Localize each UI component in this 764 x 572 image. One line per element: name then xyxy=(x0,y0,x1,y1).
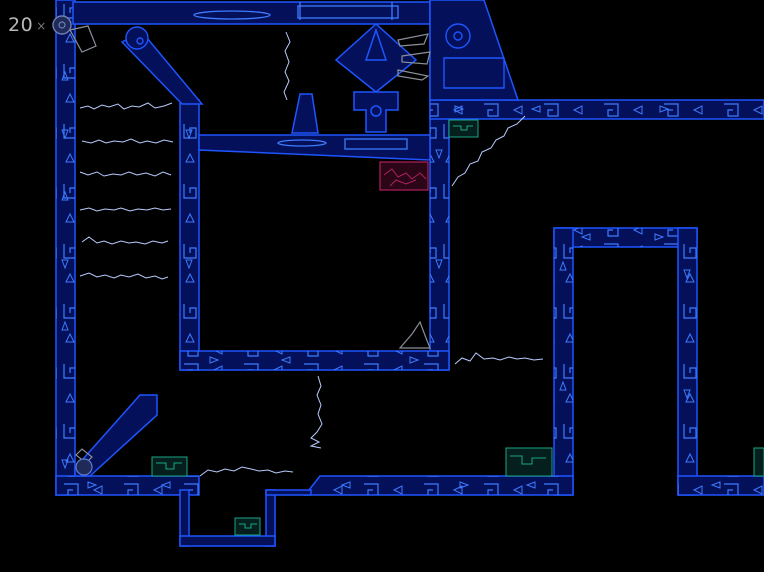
spike-icon xyxy=(397,33,431,81)
lightning-icon xyxy=(451,115,526,187)
lightning-icon xyxy=(454,352,544,365)
maze-tile-icon xyxy=(505,447,553,477)
maze-tile-icon xyxy=(753,447,764,477)
lightning-icon xyxy=(283,31,291,101)
piston-assembly xyxy=(291,22,418,134)
electric-barriers xyxy=(79,31,544,477)
lightning-icon xyxy=(309,375,323,449)
pit-lid xyxy=(265,489,312,496)
lightning-icon xyxy=(81,138,174,144)
lightning-icon xyxy=(81,236,169,245)
spike-traps xyxy=(69,25,431,464)
lightning-icon xyxy=(79,102,173,110)
tilting-plank xyxy=(198,134,431,161)
balls xyxy=(75,458,93,476)
crack-tile-icon xyxy=(379,161,429,191)
lightning-icon xyxy=(79,272,169,280)
top-beam-fixtures xyxy=(193,2,399,20)
multiplier-sign: × xyxy=(36,19,47,33)
lives-counter: 20 × xyxy=(8,14,73,36)
gear-wheel-top-left xyxy=(125,26,149,50)
maze-tile-icon xyxy=(234,517,261,536)
lightning-icon xyxy=(79,171,172,177)
magenta-tile xyxy=(379,161,429,191)
plank-fixtures xyxy=(277,138,408,150)
ball-icon xyxy=(75,458,93,476)
maze-tile-icon xyxy=(448,119,479,138)
lower-ramp xyxy=(74,394,158,477)
level-walls xyxy=(55,0,764,547)
spike-icon xyxy=(398,320,431,349)
maze-tile-icon xyxy=(151,456,188,477)
green-tiles xyxy=(151,119,764,536)
lightning-icon xyxy=(79,207,172,212)
spike-icon xyxy=(69,25,97,53)
slanted-pillar xyxy=(429,0,520,101)
gear-wheel-top-right xyxy=(443,23,505,89)
wall-arrows xyxy=(61,70,721,489)
pit-floor xyxy=(179,535,276,547)
lives-count: 20 xyxy=(8,14,34,36)
top-beam xyxy=(72,1,431,25)
ball-icon xyxy=(52,15,72,35)
lightning-icon xyxy=(199,466,294,477)
